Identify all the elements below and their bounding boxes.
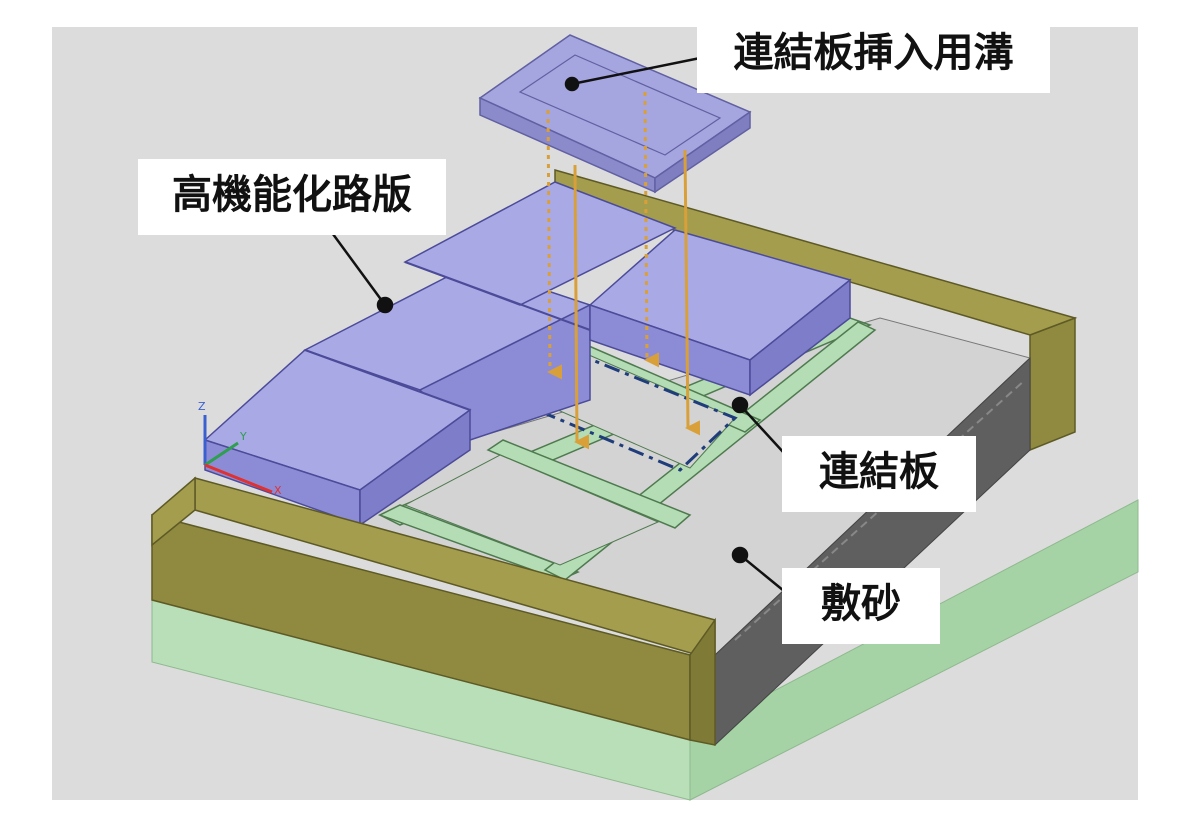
pavement-slabs <box>203 181 852 527</box>
label-connector-plate: 連結板 <box>782 436 976 512</box>
arrow-2 <box>573 164 590 450</box>
channel-wall-near <box>151 476 716 746</box>
label-connector-slot: 連結板挿入用溝 <box>697 17 1050 93</box>
leader-dot-slot <box>564 76 580 92</box>
connector-dash-line <box>524 351 738 472</box>
axis-z-label: Z <box>198 400 206 413</box>
label-sand-bed: 敷砂 <box>782 568 940 644</box>
label-pavement-slab: 高機能化路版 <box>138 159 446 235</box>
axis-indicator: Z Y X <box>198 400 282 497</box>
leader-dot-plate <box>731 396 749 414</box>
axis-y-label: Y <box>239 430 247 443</box>
leader-dot-slab <box>376 296 394 314</box>
assembly-arrows <box>546 91 701 450</box>
axis-x-label: X <box>274 484 282 497</box>
arrow-4 <box>683 149 701 436</box>
floating-slab-with-slot <box>478 34 752 194</box>
arrow-1 <box>546 109 563 380</box>
leader-dot-sand <box>731 546 749 564</box>
